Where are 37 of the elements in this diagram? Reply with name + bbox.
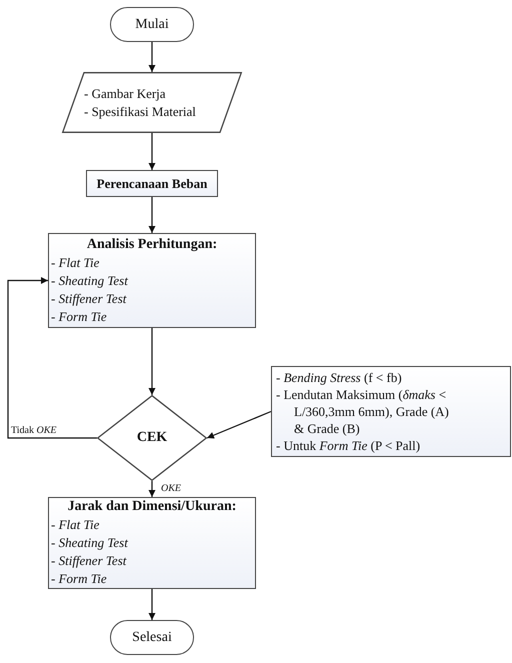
edge-label: OKE	[160, 483, 182, 494]
process-box	[86, 170, 218, 197]
list-item: - Sheating Test	[50, 534, 130, 552]
input-parallelogram	[62, 72, 242, 133]
process-box	[271, 366, 511, 457]
arrow	[148, 481, 156, 497]
process-box	[48, 233, 256, 328]
node-label: Selesai	[132, 628, 172, 646]
list-item: - Stiffener Test	[50, 552, 128, 570]
arrow	[206, 410, 272, 439]
box-heading: Jarak dan Dimensi/Ukuran:	[66, 498, 238, 516]
list-item: - Gambar Kerja	[83, 84, 167, 102]
list-item: - Untuk Form Tie (P < Pall)	[275, 437, 422, 454]
decision-diamond	[97, 395, 207, 481]
arrow	[7, 277, 97, 439]
node-label: Mulai	[135, 16, 169, 34]
process-box	[48, 497, 256, 589]
arrow	[148, 328, 156, 395]
list-item: - Lendutan Maksimum (δmaks < L/360,3mm 6mm), Grade (A) & Grade (B)	[275, 386, 450, 437]
list-item: - Flat Tie	[50, 516, 100, 534]
node-label: CEK	[136, 429, 168, 447]
list-item: - Spesifikasi Material	[83, 102, 196, 120]
list-item: - Sheating Test	[50, 272, 130, 290]
edge-label: Tidak OKE	[10, 425, 58, 436]
box-heading: Analisis Perhitungan:	[86, 236, 218, 254]
arrow	[148, 197, 156, 233]
list-item: - Stiffener Test	[50, 290, 128, 308]
list-item: - Form Tie	[50, 308, 108, 326]
box-heading: - Bending Stress (f < fb)	[275, 369, 403, 386]
terminal-shape	[110, 7, 194, 42]
arrow	[148, 589, 156, 620]
terminal-shape	[110, 620, 194, 655]
list-item: - Flat Tie	[50, 254, 100, 272]
node-label: Perencanaan Beban	[96, 174, 208, 192]
list-item: - Form Tie	[50, 570, 108, 588]
arrow	[148, 133, 156, 170]
arrow	[148, 42, 156, 72]
